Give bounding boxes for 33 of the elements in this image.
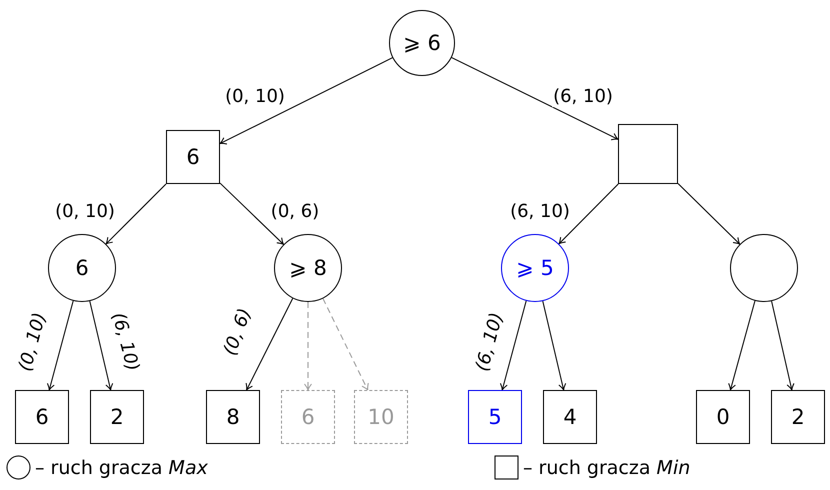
node-value: 0: [716, 405, 730, 429]
min-node-square: [354, 390, 408, 444]
node-value: 6: [301, 405, 315, 429]
node-value: 2: [110, 405, 124, 429]
edge-label: (0, 10): [54, 202, 116, 222]
min-node-square: [618, 124, 678, 184]
node-value: 6: [186, 145, 200, 169]
node-value: 10: [368, 405, 394, 429]
node-value: 8: [226, 405, 240, 429]
edge-label: (6, 10): [509, 202, 571, 222]
max-node-circle: [274, 234, 342, 302]
node-value: ⩾ 5: [516, 256, 554, 280]
edge-label: (6, 10): [552, 87, 614, 107]
min-node-square: [543, 390, 597, 444]
node-value: 4: [563, 405, 577, 429]
node-value: 2: [791, 405, 805, 429]
edge-label: (0, 10): [224, 87, 286, 107]
min-node-square: [771, 390, 825, 444]
min-node-square: [468, 390, 522, 444]
node-value: 5: [488, 405, 502, 429]
min-node-square: [166, 130, 220, 184]
node-value: 6: [35, 405, 49, 429]
node-value: ⩾ 6: [403, 31, 441, 55]
min-node-square: [15, 390, 69, 444]
edge-label: (0, 6): [270, 202, 320, 222]
node-value: 6: [75, 256, 89, 280]
legend-text: – ruch gracza Max: [35, 459, 208, 478]
min-node-square: [90, 390, 144, 444]
min-node-square: [281, 390, 335, 444]
node-value: ⩾ 8: [289, 256, 327, 280]
min-node-square: [206, 390, 260, 444]
legend-text: – ruch gracza Min: [523, 459, 690, 478]
min-node-square: [696, 390, 750, 444]
